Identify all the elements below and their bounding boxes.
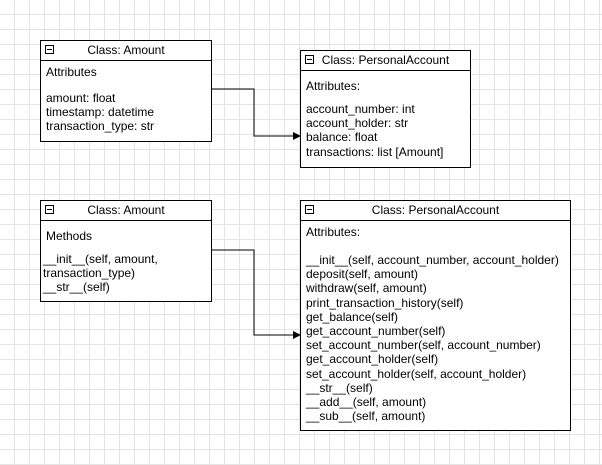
attribute-item: account_number: int <box>306 102 415 116</box>
method-list: __init__(self, amount, transaction_type)… <box>43 252 211 295</box>
class-header[interactable]: Class: PersonalAccount <box>301 51 470 71</box>
class-title: Class: PersonalAccount <box>371 203 500 217</box>
method-item: set_account_holder(self, account_holder) <box>306 366 527 381</box>
method-list: __init__(self, account_number, account_h… <box>306 253 570 423</box>
collapse-icon[interactable] <box>305 205 314 214</box>
method-item: transaction_type) <box>43 266 136 281</box>
arrow-amount-methods-to-account-methods <box>211 249 301 339</box>
method-item: withdraw(self, amount) <box>306 281 427 296</box>
method-item: __str__(self) <box>306 380 373 395</box>
attribute-list: account_number: int account_holder: str … <box>306 102 470 159</box>
class-header[interactable]: Class: PersonalAccount <box>301 201 570 221</box>
method-item: __sub__(self, amount) <box>306 409 426 424</box>
collapse-icon[interactable] <box>305 55 314 64</box>
arrow-amount-to-account <box>211 88 301 140</box>
attribute-item: account_holder: str <box>306 116 409 131</box>
method-item: deposit(self, amount) <box>306 267 419 282</box>
attribute-item: transaction_type: str <box>46 119 155 134</box>
account-methods-class[interactable]: Class: PersonalAccount Attributes: __ini… <box>300 200 571 431</box>
method-item: print_transaction_history(self) <box>306 295 464 310</box>
attribute-item: balance: float <box>306 130 378 145</box>
attribute-list: amount: float timestamp: datetime transa… <box>46 91 211 134</box>
attribute-item: timestamp: datetime <box>46 105 155 120</box>
method-item: get_account_number(self) <box>306 324 446 339</box>
method-item: __str__(self) <box>43 280 110 295</box>
class-title: Class: Amount <box>87 203 165 217</box>
method-item: __add__(self, amount) <box>306 395 427 410</box>
collapse-icon[interactable] <box>45 45 54 54</box>
method-item: get_balance(self) <box>306 309 399 324</box>
class-header[interactable]: Class: Amount <box>41 41 211 61</box>
method-item: __init__(self, amount, <box>43 252 158 266</box>
section-title: Attributes: <box>306 225 361 239</box>
class-body: Attributes amount: float timestamp: date… <box>41 65 211 134</box>
class-body: Attributes: __init__(self, account_numbe… <box>301 225 570 423</box>
method-item: set_account_number(self, account_number) <box>306 338 541 353</box>
attribute-item: amount: float <box>46 91 116 105</box>
class-header[interactable]: Class: Amount <box>41 201 211 221</box>
method-item: get_account_holder(self) <box>306 352 439 367</box>
attribute-item: transactions: list [Amount] <box>306 144 444 159</box>
class-body: Attributes: account_number: int account_… <box>301 79 470 159</box>
section-title: Methods <box>46 229 93 243</box>
account-attributes-class[interactable]: Class: PersonalAccount Attributes: accou… <box>300 50 471 168</box>
section-title: Attributes <box>46 65 97 79</box>
class-body: Methods __init__(self, amount, transacti… <box>41 229 211 295</box>
section-title: Attributes: <box>306 79 361 93</box>
class-title: Class: Amount <box>87 43 165 57</box>
amount-methods-class[interactable]: Class: Amount Methods __init__(self, amo… <box>40 200 212 302</box>
method-item: __init__(self, account_number, account_h… <box>306 253 559 267</box>
collapse-icon[interactable] <box>45 205 54 214</box>
class-title: Class: PersonalAccount <box>321 53 450 67</box>
amount-attributes-class[interactable]: Class: Amount Attributes amount: float t… <box>40 40 212 142</box>
